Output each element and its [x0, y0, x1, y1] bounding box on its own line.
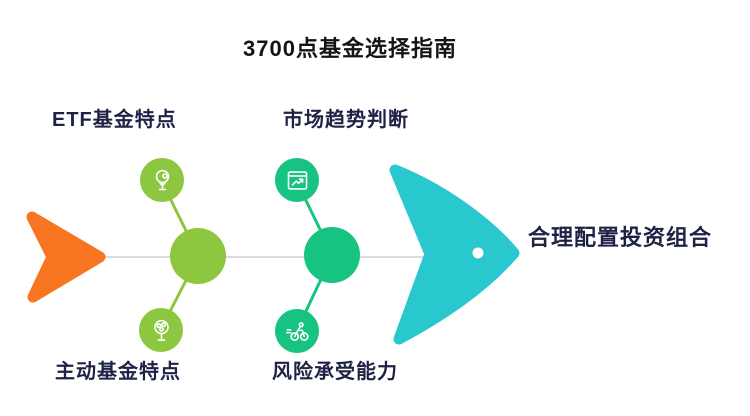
- label-risk-tolerance: 风险承受能力: [272, 361, 398, 383]
- fish-tail-arrow: [26, 211, 106, 303]
- fish-eye: [472, 247, 484, 259]
- tree-coins-icon: [153, 319, 169, 341]
- label-market-trend: 市场趋势判断: [283, 109, 409, 131]
- label-active-fund: 主动基金特点: [55, 361, 181, 383]
- risk-tolerance-node: [275, 309, 319, 353]
- etf-node: [140, 158, 184, 202]
- active-fund-node: [139, 308, 183, 352]
- money-tree-icon: [155, 169, 169, 190]
- branch-hub-left: [170, 228, 226, 284]
- page-title: 3700点基金选择指南: [243, 36, 457, 61]
- fish-head-arrow: [389, 164, 520, 345]
- label-result: 合理配置投资组合: [528, 225, 713, 250]
- label-etf-fund: ETF基金特点: [52, 109, 177, 131]
- cyclist-icon: [285, 321, 309, 341]
- chart-window-icon: [287, 170, 307, 190]
- branch-hub-right: [304, 227, 360, 283]
- market-trend-node: [275, 158, 319, 202]
